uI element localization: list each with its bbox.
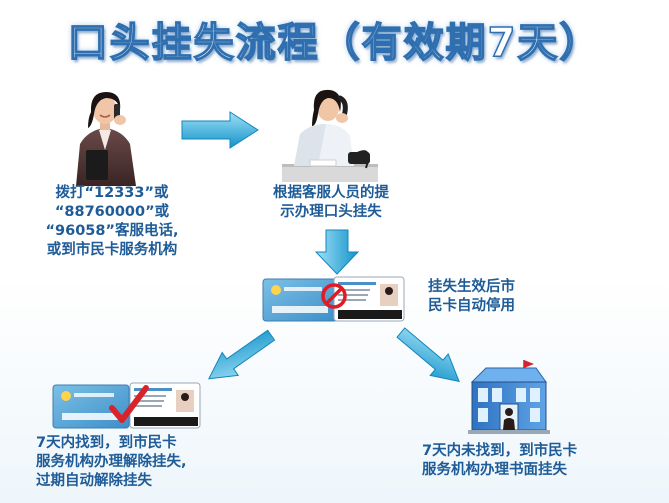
step-not-found-line: 7天内未找到，到市民卡: [422, 443, 578, 459]
service-building-icon: [468, 360, 550, 434]
step-call-line: “88760000”或: [54, 204, 170, 220]
page-title: 口头挂失流程（有效期7天）: [67, 19, 602, 67]
arrow-down-icon: [314, 229, 360, 275]
woman-on-phone-icon: [76, 92, 136, 186]
arrow-down-right-icon: [396, 327, 460, 383]
blocked-card-icon: [262, 276, 405, 322]
step-found-line: 服务机构办理解除挂失,: [36, 454, 187, 470]
step-guide-label: 根据客服人员的提 示办理口头挂失: [252, 184, 410, 222]
step-not-found-line: 服务机构办理书面挂失: [422, 462, 567, 478]
step-guide-line: 示办理口头挂失: [280, 204, 382, 220]
approved-card-icon: [52, 382, 201, 429]
step-call-label: 拨打“12333”或 “88760000”或 “96058”客服电话, 或到市民…: [22, 184, 202, 260]
step-not-found-label: 7天内未找到，到市民卡 服务机构办理书面挂失: [422, 442, 642, 480]
step-found-label: 7天内找到，到市民卡 服务机构办理解除挂失, 过期自动解除挂失: [36, 434, 236, 491]
step-effect-line: 民卡自动停用: [428, 298, 515, 314]
step-call-line: “96058”客服电话,: [45, 223, 179, 239]
arrow-right-icon: [181, 111, 259, 149]
step-found-line: 过期自动解除挂失: [36, 473, 152, 489]
step-call-line: 拨打“12333”或: [55, 185, 169, 201]
arrow-down-left-icon: [208, 329, 276, 380]
call-center-operator-icon: [282, 89, 378, 182]
step-guide-line: 根据客服人员的提: [273, 185, 389, 201]
step-found-line: 7天内找到，到市民卡: [36, 435, 177, 451]
step-effect-label: 挂失生效后市 民卡自动停用: [428, 278, 548, 316]
step-effect-line: 挂失生效后市: [428, 279, 515, 295]
step-call-line: 或到市民卡服务机构: [46, 242, 178, 258]
